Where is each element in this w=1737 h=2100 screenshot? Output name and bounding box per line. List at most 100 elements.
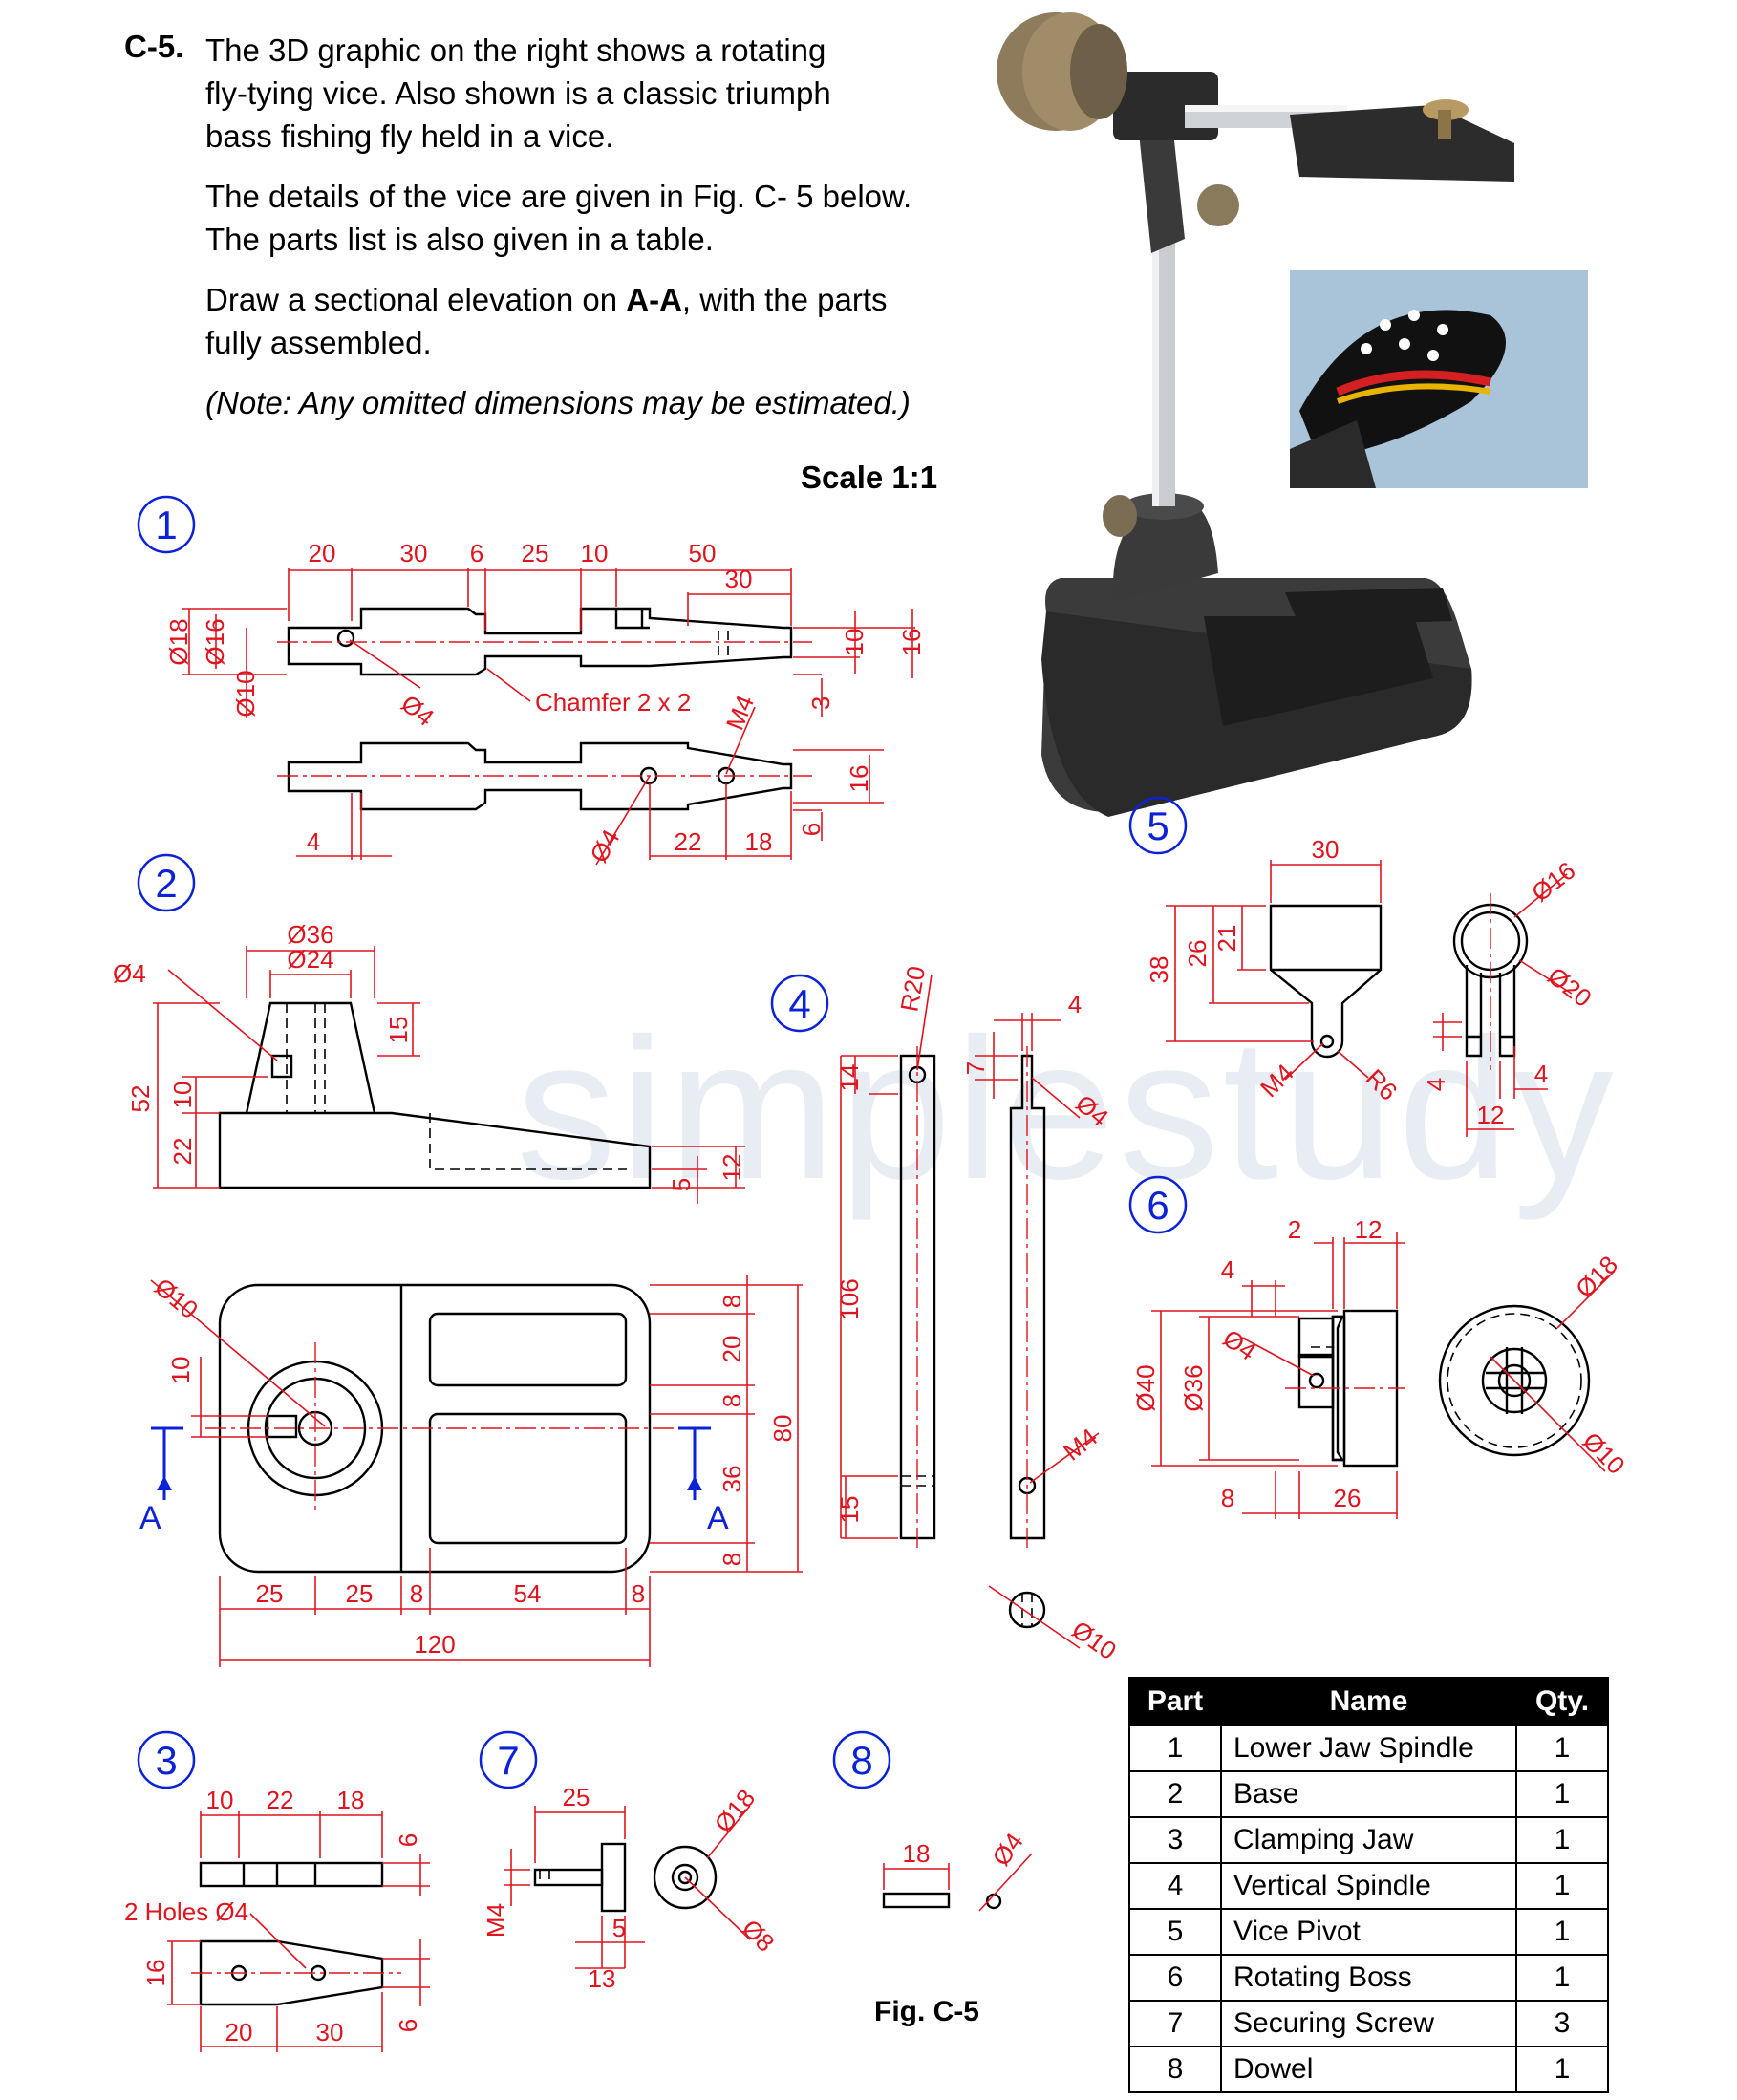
question-text: The 3D graphic on the right shows a rota… [205, 32, 912, 420]
svg-text:4: 4 [1534, 1060, 1548, 1088]
section-letter: A [139, 1500, 161, 1536]
svg-text:Chamfer 2 x 2: Chamfer 2 x 2 [535, 688, 691, 717]
svg-text:6: 6 [394, 2019, 422, 2032]
svg-text:20: 20 [309, 539, 336, 568]
svg-text:Ø10: Ø10 [231, 670, 260, 717]
svg-text:Ø16: Ø16 [1526, 856, 1580, 908]
svg-text:15: 15 [384, 1017, 413, 1044]
svg-text:Ø8: Ø8 [737, 1914, 781, 1958]
svg-text:10: 10 [581, 539, 609, 568]
svg-text:Ø4: Ø4 [584, 825, 625, 868]
part-6-drawing: 6 2 12 4 Ø4 Ø40 Ø36 8 26 Ø18 Ø10 [1128, 1175, 1631, 1519]
table-header: Qty. [1515, 1677, 1609, 1726]
part-7-drawing: 7 25 M4 5 13 Ø18 Ø8 [479, 1730, 781, 1993]
section-letter: A [707, 1500, 729, 1536]
svg-text:3: 3 [806, 696, 835, 710]
svg-text:50: 50 [689, 539, 717, 568]
svg-text:54: 54 [514, 1579, 542, 1608]
part-5-drawing: 5 30 38 26 21 M4 R6 Ø16 Ø20 4 4 12 [1128, 796, 1598, 1137]
svg-text:25: 25 [522, 539, 549, 568]
svg-text:M4: M4 [482, 1903, 510, 1938]
svg-text:8: 8 [1221, 1484, 1234, 1512]
svg-text:18: 18 [903, 1839, 931, 1868]
svg-text:6: 6 [394, 1833, 422, 1847]
part-number: 1 [155, 503, 177, 547]
svg-text:20: 20 [225, 2018, 253, 2046]
svg-text:4: 4 [1221, 1255, 1234, 1284]
svg-text:15: 15 [835, 1496, 864, 1524]
svg-text:25: 25 [346, 1579, 374, 1608]
svg-text:25: 25 [256, 1579, 284, 1608]
svg-text:8: 8 [850, 1738, 872, 1783]
svg-text:30: 30 [316, 2018, 344, 2046]
svg-text:38: 38 [1145, 956, 1173, 984]
svg-text:10: 10 [166, 1357, 195, 1384]
svg-text:8: 8 [718, 1394, 746, 1407]
vice-3d-render [997, 12, 1588, 817]
svg-text:16: 16 [141, 1960, 170, 1987]
table-header: Part [1128, 1677, 1222, 1726]
svg-text:Ø4: Ø4 [113, 959, 146, 988]
part-number-circle [137, 495, 196, 554]
svg-text:5: 5 [667, 1178, 696, 1191]
svg-text:Ø36: Ø36 [287, 920, 333, 949]
svg-text:20: 20 [718, 1336, 746, 1363]
svg-text:6: 6 [797, 823, 826, 836]
svg-text:22: 22 [168, 1138, 197, 1166]
svg-text:M4: M4 [720, 692, 760, 735]
svg-text:18: 18 [337, 1786, 365, 1814]
svg-text:10: 10 [206, 1786, 234, 1814]
svg-text:13: 13 [589, 1964, 616, 1993]
watermark: simplestudy [516, 996, 1618, 1221]
svg-text:26: 26 [1183, 940, 1212, 968]
svg-text:Ø10: Ø10 [1067, 1615, 1122, 1665]
svg-text:5: 5 [1147, 804, 1169, 848]
svg-text:Ø4: Ø4 [1218, 1323, 1262, 1365]
svg-text:10: 10 [168, 1082, 197, 1109]
svg-text:14: 14 [835, 1064, 864, 1092]
figure-caption: Fig. C-5 [874, 1996, 979, 2027]
svg-text:Ø40: Ø40 [1131, 1364, 1160, 1411]
svg-text:4: 4 [788, 981, 810, 1026]
svg-text:22: 22 [675, 827, 702, 856]
svg-text:26: 26 [1334, 1484, 1362, 1512]
svg-text:30: 30 [1312, 835, 1340, 864]
svg-text:Ø4: Ø4 [1070, 1089, 1114, 1132]
svg-text:3: 3 [155, 1738, 177, 1783]
table-header: Name [1220, 1677, 1517, 1726]
svg-text:2 Holes Ø4: 2 Holes Ø4 [124, 1897, 248, 1926]
svg-text:16: 16 [897, 629, 926, 656]
svg-text:6: 6 [1147, 1183, 1169, 1228]
part-3-drawing: 3 10 22 18 6 2 Holes Ø4 16 20 30 6 [124, 1730, 430, 2052]
svg-text:22: 22 [267, 1786, 294, 1814]
svg-text:8: 8 [410, 1579, 423, 1608]
svg-text:Ø18: Ø18 [164, 618, 193, 665]
svg-text:4: 4 [307, 827, 320, 856]
svg-text:5: 5 [612, 1914, 626, 1942]
svg-text:7: 7 [497, 1738, 519, 1783]
svg-text:30: 30 [400, 539, 428, 568]
svg-text:Ø24: Ø24 [287, 945, 333, 974]
svg-text:12: 12 [1477, 1101, 1505, 1129]
part-4-drawing: 4 R20 4 14 7 Ø4 106 M4 15 Ø10 [770, 964, 1122, 1665]
svg-text:2: 2 [1288, 1215, 1301, 1244]
svg-text:Ø10: Ø10 [1577, 1426, 1631, 1480]
svg-text:4: 4 [1068, 990, 1082, 1018]
svg-text:7: 7 [961, 1061, 990, 1075]
svg-text:8: 8 [632, 1579, 645, 1608]
svg-text:52: 52 [126, 1085, 155, 1113]
svg-text:12: 12 [718, 1154, 746, 1182]
svg-text:106: 106 [835, 1278, 864, 1319]
svg-text:Ø10: Ø10 [149, 1273, 204, 1325]
svg-text:120: 120 [414, 1630, 455, 1659]
svg-text:8: 8 [718, 1553, 746, 1566]
